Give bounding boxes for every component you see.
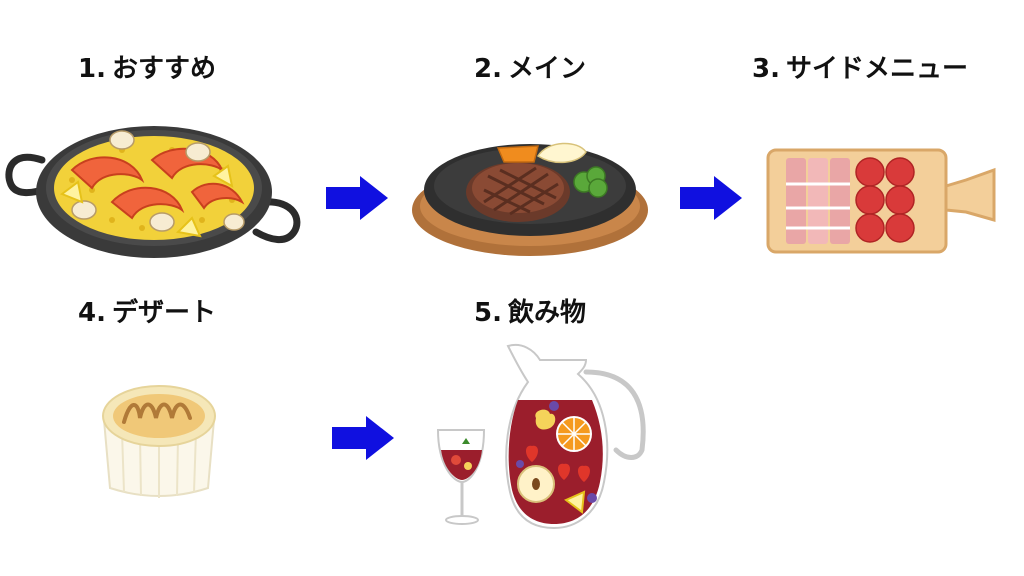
step-3-label: 3.サイドメニュー [752, 56, 968, 82]
step-5-label: 5.飲み物 [474, 300, 586, 326]
steak-skillet-icon [412, 142, 648, 256]
step-4-number: 4. [78, 298, 106, 328]
step-2-title: メイン [507, 54, 586, 84]
creme-brulee-icon [102, 385, 216, 498]
step-1-title: おすすめ [111, 54, 216, 84]
step-3-title: サイドメニュー [785, 54, 968, 84]
sangria-pitcher-icon [436, 344, 646, 530]
step-2-number: 2. [474, 54, 502, 84]
step-3-number: 3. [752, 54, 780, 84]
arrow-right-icon-2 [680, 176, 742, 220]
step-1-label: 1.おすすめ [78, 56, 216, 82]
arrow-right-icon-3 [332, 416, 394, 460]
charcuterie-board-icon [766, 148, 996, 254]
arrow-right-icon-1 [326, 176, 388, 220]
step-1-number: 1. [78, 54, 106, 84]
step-4-label: 4.デザート [78, 300, 216, 326]
step-5-number: 5. [474, 298, 502, 328]
step-4-title: デザート [111, 298, 216, 328]
step-5-title: 飲み物 [507, 298, 586, 328]
step-2-label: 2.メイン [474, 56, 586, 82]
paella-pan-icon [5, 126, 301, 258]
